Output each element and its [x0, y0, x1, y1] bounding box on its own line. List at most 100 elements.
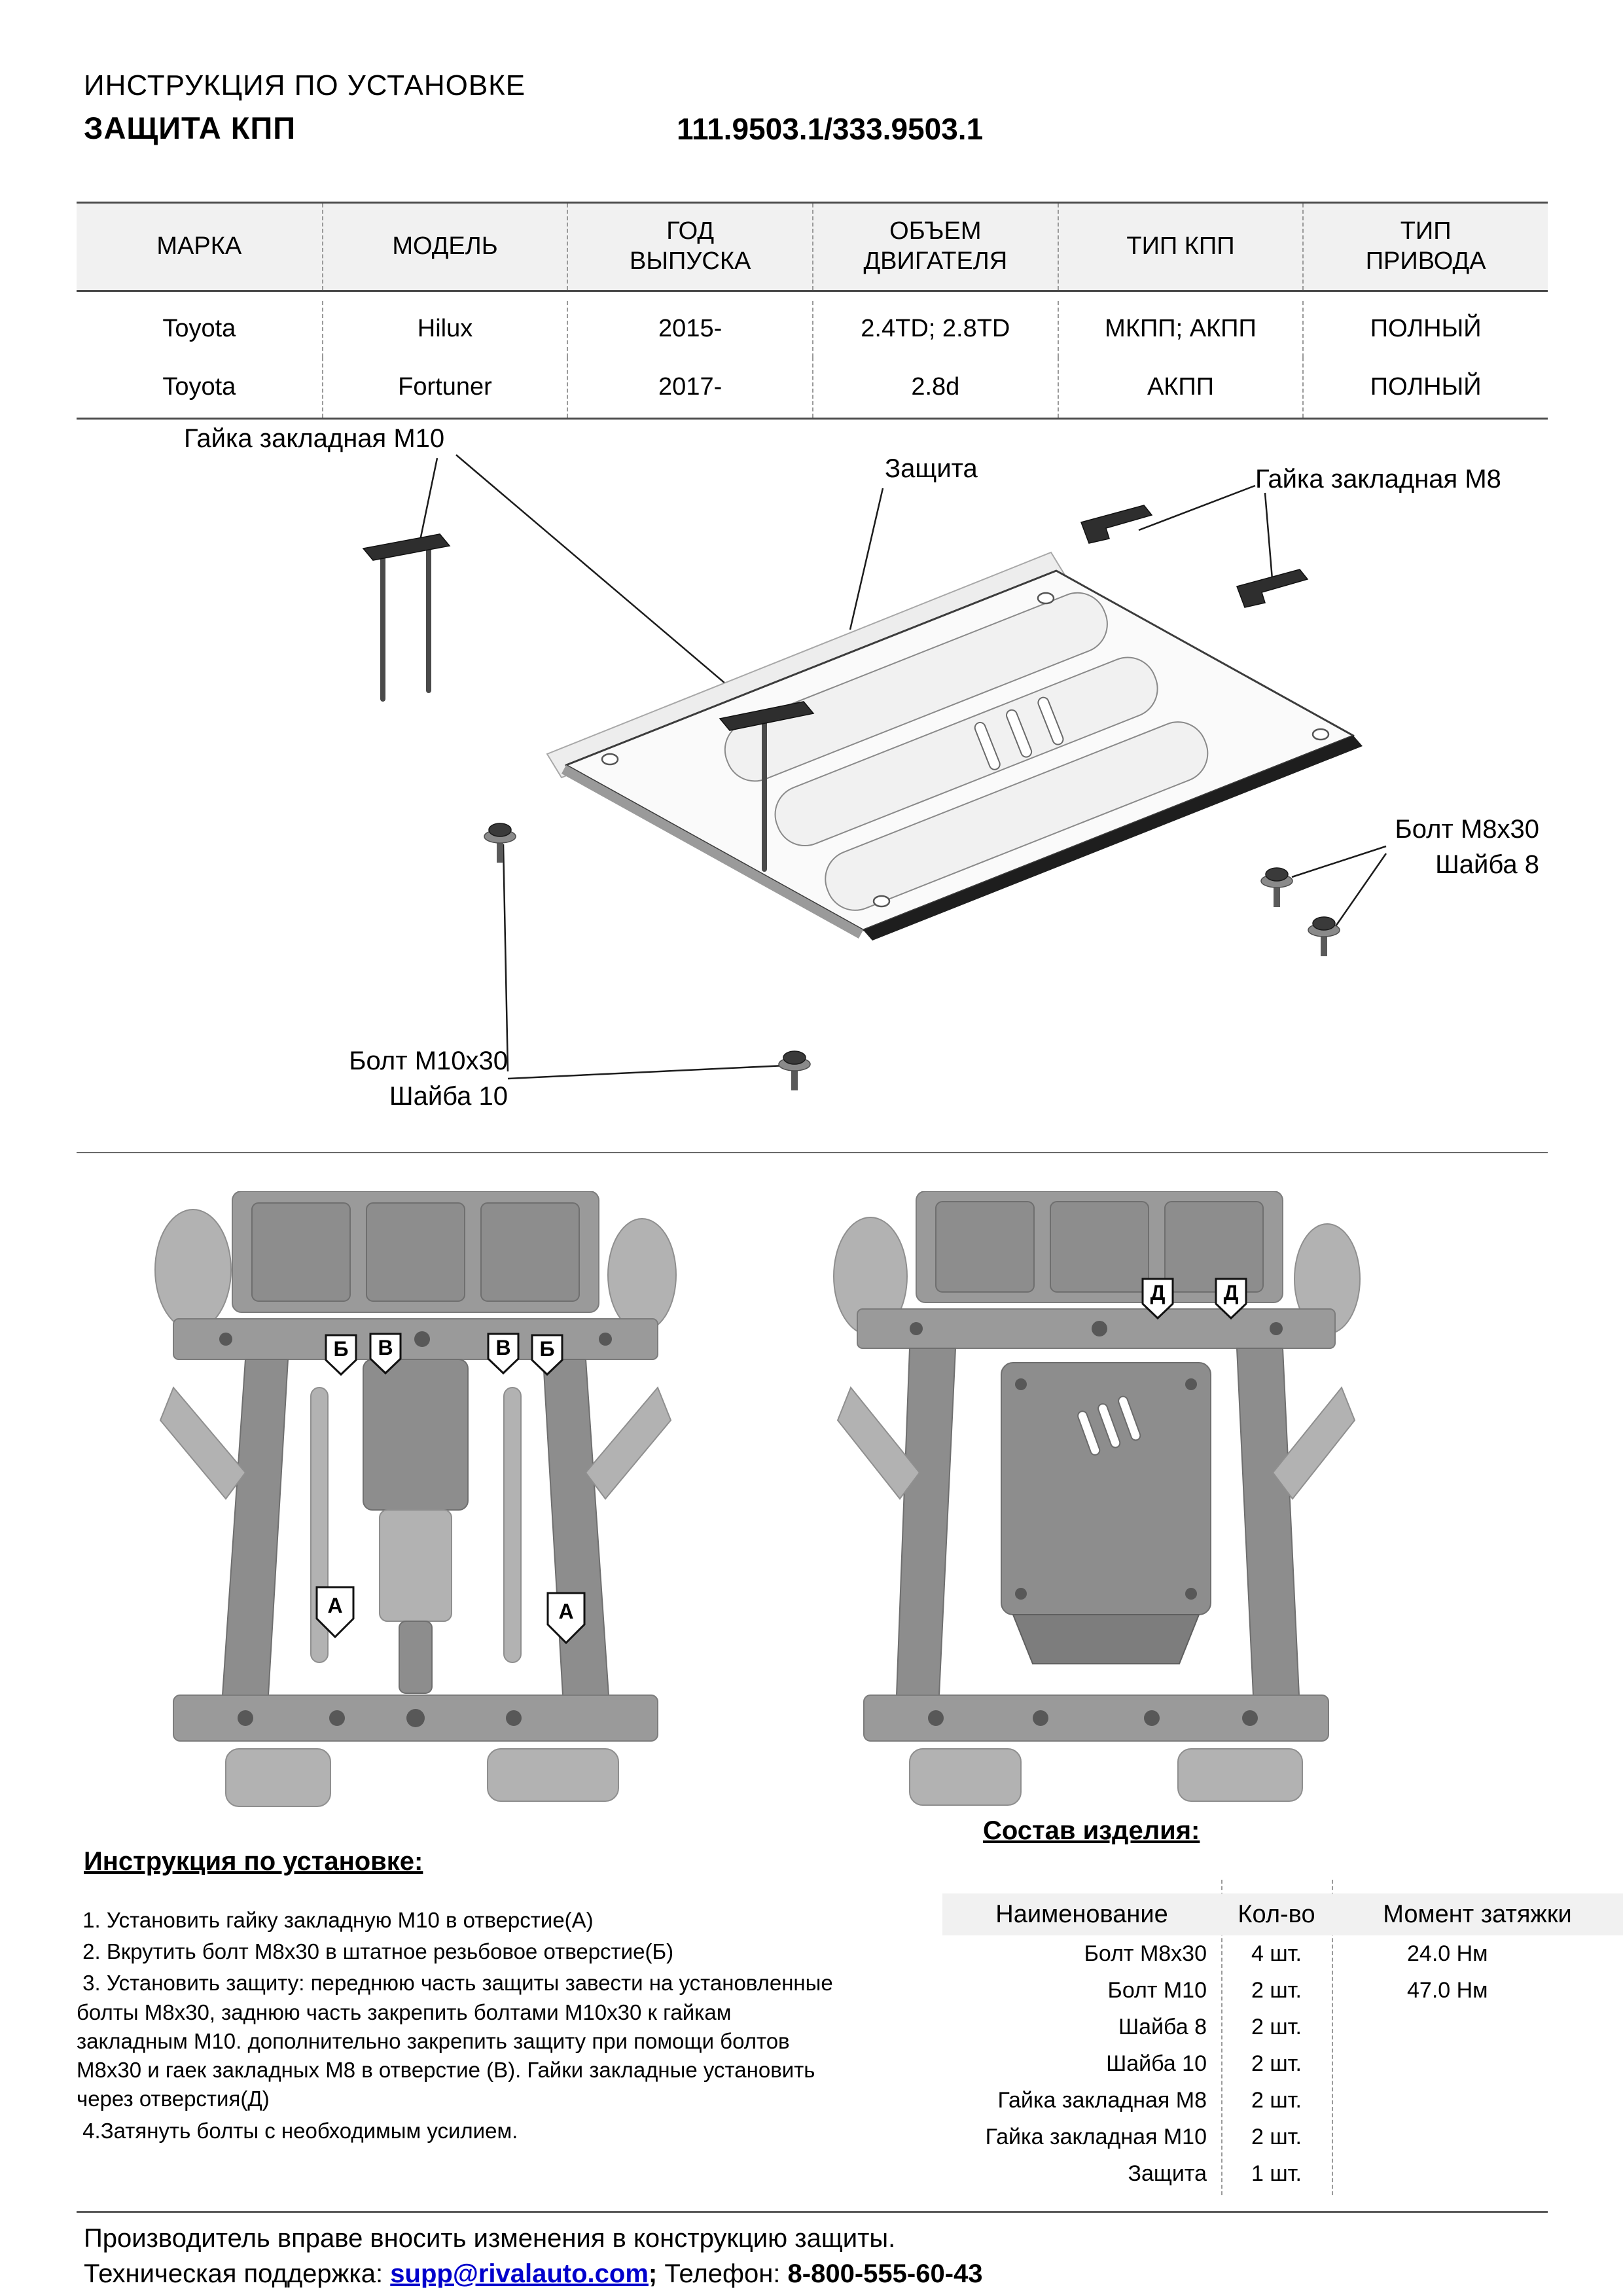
part-qty: 2 шт. [1251, 2124, 1302, 2149]
installed-shield [1001, 1362, 1211, 1664]
parts-row: Шайба 8 2 шт. [942, 2009, 1623, 2045]
label-bolt-m10x30-line1: Болт М10х30 [349, 1047, 508, 1075]
label-bolt-m8x30-line1: Болт М8х30 [1395, 815, 1539, 844]
marker-a-1: А [315, 1586, 355, 1639]
footer-disclaimer: Производитель вправе вносить изменения в… [84, 2224, 896, 2253]
instructions-steps: 1. Установить гайку закладную М10 в отве… [77, 1906, 842, 2148]
parts-table-divider [1332, 1880, 1333, 2195]
col-header-year: ГОД ВЫПУСКА [567, 204, 812, 290]
cell-gearbox: АКПП [1057, 357, 1303, 418]
part-name: Болт М10 [1107, 1977, 1207, 2003]
marker-d-2: Д [1215, 1278, 1247, 1320]
footer-support: Техническая поддержка: supp@rivalauto.co… [84, 2259, 983, 2289]
plate-recessed-panels [724, 592, 1209, 911]
parts-col-name: Наименование [995, 1900, 1168, 1928]
part-qty: 1 шт. [1251, 2161, 1302, 2186]
marker-b-1: Б [325, 1334, 357, 1376]
cell-model: Fortuner [321, 357, 567, 418]
col-header-marka: МАРКА [156, 232, 242, 260]
underbody-photo-front: Б В В Б А А [154, 1191, 677, 1807]
cell-drive: ПОЛНЫЙ [1302, 357, 1548, 418]
section-divider [77, 1152, 1548, 1153]
parts-col-qty: Кол-во [1238, 1900, 1315, 1928]
cell-model: Hilux [321, 301, 567, 357]
marker-d-1: Д [1141, 1278, 1174, 1320]
part-name: Шайба 8 [1118, 2014, 1207, 2039]
exploded-diagram [362, 454, 1387, 1090]
parts-table: Наименование Кол-во Момент затяжки Болт … [942, 1893, 1623, 2192]
part-name: Гайка закладная М10 [985, 2124, 1207, 2149]
marker-b-2: Б [531, 1334, 563, 1376]
step-4: 4.Затянуть болты с необходимым усилием. [77, 2118, 518, 2143]
marker-v-2: В [487, 1333, 520, 1375]
table-row: Toyota Hilux 2015- 2.4TD; 2.8TD МКПП; АК… [77, 292, 1548, 357]
part-name: Шайба 10 [1106, 2051, 1207, 2076]
part-qty: 2 шт. [1251, 2051, 1302, 2076]
instructions-title: Инструкция по установке: [84, 1847, 423, 1876]
cell-gearbox: МКПП; АКПП [1057, 301, 1303, 357]
support-email-link[interactable]: supp@rivalauto.com [390, 2259, 649, 2288]
label-bolt-m8x30: Болт М8х30 Шайба 8 [1304, 812, 1539, 882]
col-header-model: МОДЕЛЬ [321, 204, 567, 290]
parts-row: Гайка закладная М10 2 шт. [942, 2119, 1623, 2155]
parts-row: Защита 1 шт. [942, 2155, 1623, 2192]
part-torque: 47.0 Нм [1407, 1977, 1488, 2003]
cell-year: 2015- [567, 301, 812, 357]
phone-label: Телефон: [657, 2259, 788, 2288]
col-header-drive: ТИП ПРИВОДА [1302, 204, 1548, 290]
separator: ; [648, 2259, 658, 2288]
svg-text:А: А [327, 1594, 342, 1617]
parts-row: Гайка закладная М8 2 шт. [942, 2082, 1623, 2119]
part-qty: 2 шт. [1251, 2014, 1302, 2039]
step-3: 3. Установить защиту: переднюю часть защ… [77, 1971, 839, 2111]
cell-brand: Toyota [162, 315, 236, 343]
svg-text:Д: Д [1224, 1281, 1239, 1304]
part-qty: 4 шт. [1251, 1941, 1302, 1966]
vehicle-table-header: МАРКА МОДЕЛЬ ГОД ВЫПУСКА ОБЪЕМ ДВИГАТЕЛЯ… [77, 204, 1548, 292]
embedded-nut-m10-parts [362, 533, 815, 872]
svg-text:Б: Б [334, 1337, 349, 1361]
cell-brand: Toyota [162, 373, 236, 401]
label-bolt-m10x30: Болт М10х30 Шайба 10 [275, 1043, 508, 1114]
cell-drive: ПОЛНЫЙ [1302, 301, 1548, 357]
bolt-m10x30-items [484, 823, 811, 1090]
parts-table-header: Наименование Кол-во Момент затяжки [942, 1893, 1623, 1935]
callout-lines [418, 454, 1387, 1080]
svg-text:В: В [495, 1336, 510, 1359]
label-washer-8: Шайба 8 [1435, 850, 1539, 879]
doc-title-line2: ЗАЩИТА КПП [84, 111, 296, 145]
marker-v-1: В [369, 1333, 402, 1375]
label-washer-10: Шайба 10 [389, 1082, 508, 1111]
shield-plate [546, 551, 1363, 941]
parts-row: Шайба 10 2 шт. [942, 2045, 1623, 2082]
table-row: Toyota Fortuner 2017- 2.8d АКПП ПОЛНЫЙ [77, 357, 1548, 418]
vehicle-table: МАРКА МОДЕЛЬ ГОД ВЫПУСКА ОБЪЕМ ДВИГАТЕЛЯ… [77, 202, 1548, 420]
cell-engine: 2.8d [812, 357, 1058, 418]
step-1: 1. Установить гайку закладную М10 в отве… [77, 1908, 594, 1932]
support-phone: 8-800-555-60-43 [787, 2259, 983, 2288]
svg-text:В: В [378, 1336, 393, 1359]
part-name: Защита [1128, 2161, 1207, 2186]
bolt-m8x30-items [1260, 867, 1340, 956]
col-header-gearbox: ТИП КПП [1057, 204, 1303, 290]
part-qty: 2 шт. [1251, 2087, 1302, 2113]
part-numbers: 111.9503.1/333.9503.1 [677, 112, 984, 146]
part-name: Гайка закладная М8 [997, 2087, 1207, 2113]
step-2: 2. Вкрутить болт М8х30 в штатное резьбов… [77, 1939, 674, 1964]
parts-row: Болт М10 2 шт. 47.0 Нм [942, 1972, 1623, 2009]
label-shield: Защита [885, 454, 978, 483]
part-name: Болт М8х30 [1084, 1941, 1207, 1966]
parts-title: Состав изделия: [983, 1816, 1200, 1845]
cell-engine: 2.4TD; 2.8TD [812, 301, 1058, 357]
part-torque: 24.0 Нм [1407, 1941, 1488, 1966]
underbody-photo-installed: Д Д [833, 1191, 1361, 1806]
label-embedded-nut-m8: Гайка закладная М8 [1255, 465, 1501, 493]
label-embedded-nut-m10: Гайка закладная М10 [184, 424, 445, 453]
cell-year: 2017- [567, 357, 812, 418]
embedded-nut-m8-parts [1080, 505, 1309, 608]
parts-table-divider [1221, 1880, 1222, 2195]
parts-row: Болт М8х30 4 шт. 24.0 Нм [942, 1935, 1623, 1972]
svg-text:Д: Д [1150, 1281, 1166, 1304]
marker-a-2: А [546, 1592, 586, 1645]
